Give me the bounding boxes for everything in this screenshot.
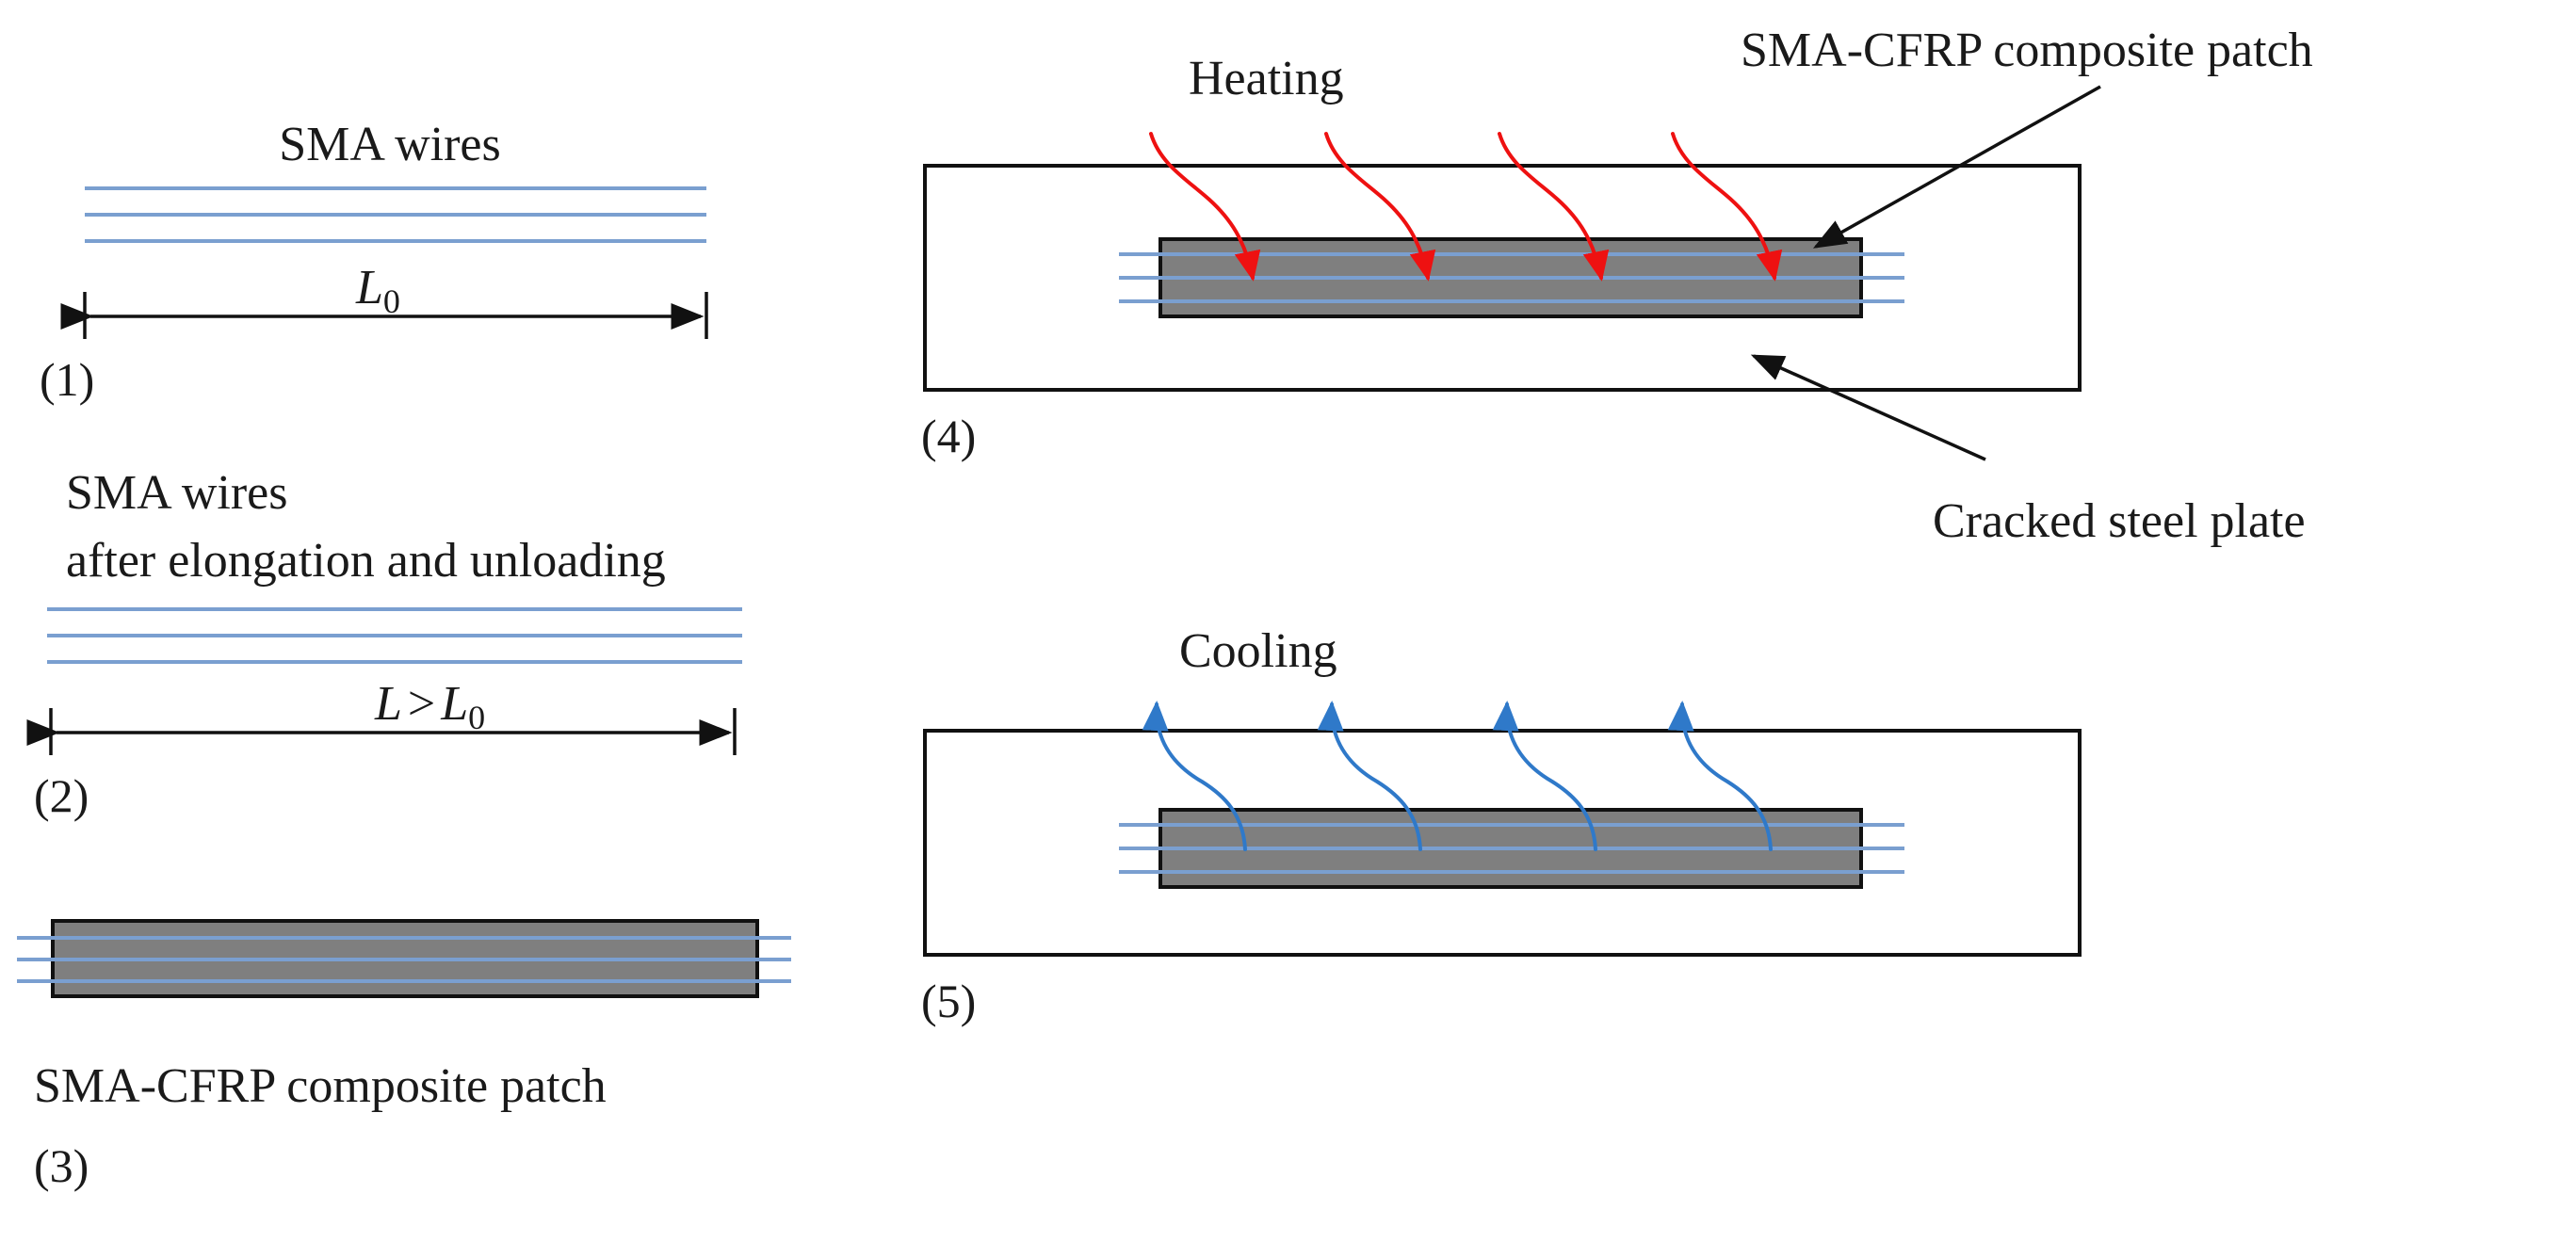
step-label-3: (3): [34, 1139, 89, 1192]
heating-arrow: [1671, 132, 1783, 282]
panel-2-title-line2: after elongation and unloading: [66, 534, 666, 588]
length-label-l0: L0: [355, 261, 400, 320]
plate-callout-arrow: [1750, 354, 1986, 461]
cooling-arrow: [1667, 701, 1773, 851]
panel-3-composite-patch: SMA-CFRP composite patch (3): [17, 919, 791, 1192]
panel-2-dimension-line: [26, 708, 737, 755]
heating-label: Heating: [1189, 52, 1344, 105]
panel-3-wires: [17, 936, 791, 983]
panel-5-wires: [1119, 823, 1904, 874]
patch-callout-label: SMA-CFRP composite patch: [1741, 24, 2313, 77]
panel-1-dimension-line: [60, 292, 708, 339]
panel-2-title-line1: SMA wires: [66, 466, 287, 520]
step-label-5: (5): [921, 975, 976, 1027]
cooling-arrow: [1142, 701, 1247, 851]
steel-plate: [923, 164, 2082, 392]
cooling-arrows: [1142, 701, 1773, 851]
panel-1-sma-wires: SMA wires L0 (1): [40, 118, 708, 406]
panel-5-cooling: Cooling (5): [921, 624, 2082, 1027]
panel-1-title: SMA wires: [279, 118, 500, 171]
length-label-l-gt-l0: L>L0: [374, 677, 485, 736]
heating-arrow: [1324, 132, 1436, 282]
step-label-1: (1): [40, 353, 94, 406]
heating-arrow: [1149, 132, 1261, 282]
panel-2-wires: [47, 607, 742, 664]
panel-1-wires: [85, 186, 706, 243]
plate-callout-label: Cracked steel plate: [1933, 494, 2306, 548]
cooling-arrow: [1492, 701, 1597, 851]
heating-arrow: [1498, 132, 1610, 282]
step-label-4: (4): [921, 410, 976, 462]
step-label-2: (2): [34, 769, 89, 822]
panel-2-elongated-wires: SMA wires after elongation and unloading…: [26, 466, 742, 822]
panel-4-heating: Heating SMA-CFRP composite patch Cracked…: [921, 24, 2313, 548]
patch-callout-arrow: [1812, 85, 2101, 249]
panel-3-caption: SMA-CFRP composite patch: [34, 1059, 607, 1113]
heating-arrows: [1149, 132, 1783, 282]
cooling-label: Cooling: [1179, 624, 1337, 678]
cooling-arrow: [1317, 701, 1422, 851]
